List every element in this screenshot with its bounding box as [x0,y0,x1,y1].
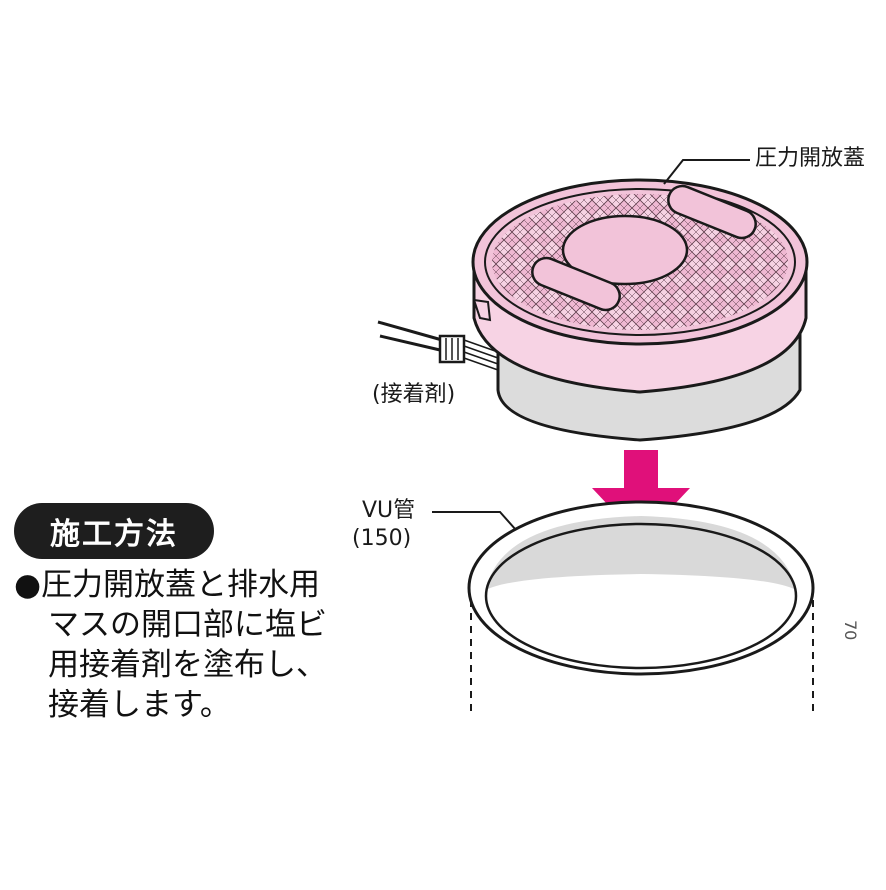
pipe-leader-line [432,511,517,531]
pipe-size-label: (150) [352,526,412,551]
instruction-line-2: マスの開口部に塩ビ [48,607,327,643]
adhesive-label: (接着剤) [372,382,456,407]
pipe-label: VU管 [362,498,416,523]
bullet-icon: ● [14,567,42,603]
pressure-relief-lid [471,178,809,442]
method-title: 施工方法 [14,503,214,559]
instruction-line-4: 接着します。 [48,687,231,723]
lid-leader-line [663,159,750,185]
method-instructions: ●圧力開放蓋と排水用 マスの開口部に塩ビ 用接着剤を塗布し、 接着します。 [14,565,344,725]
side-note: 70 [841,620,860,641]
instruction-line-1: ●圧力開放蓋と排水用 [14,567,321,603]
adhesive-brush [377,320,499,371]
vu-pipe [467,500,815,712]
lid-label: 圧力開放蓋 [755,146,866,171]
down-arrow-icon [592,450,690,540]
instruction-line-3: 用接着剤を塗布し、 [48,647,327,683]
